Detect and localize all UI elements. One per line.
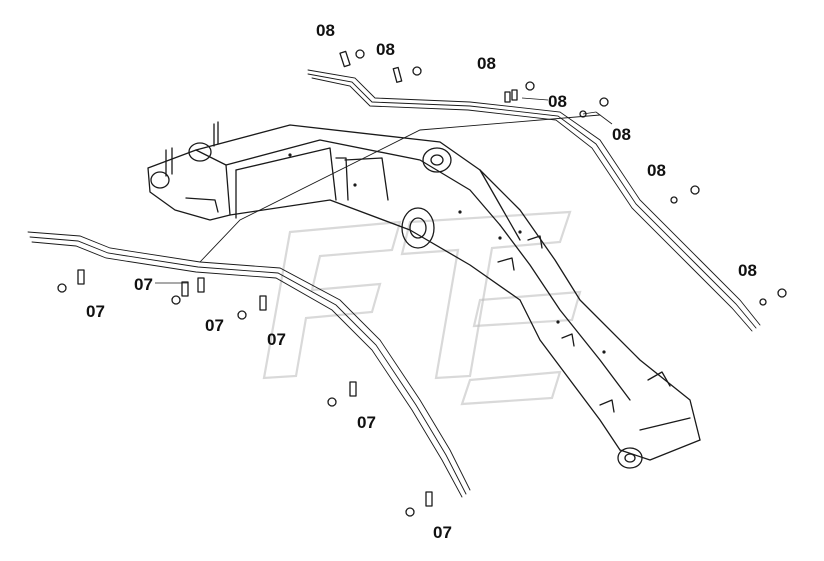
bolt-icon (392, 66, 422, 83)
clamp-icon (237, 295, 267, 320)
leader-lines (155, 97, 613, 284)
callout-label: 08 (316, 21, 335, 40)
callout-label: 08 (647, 161, 666, 180)
callout-label: 08 (477, 54, 496, 73)
callout-label: 07 (205, 316, 224, 335)
callout-labels: 08 08 08 08 08 08 08 07 07 07 07 07 07 (86, 21, 757, 542)
boom-assembly (147, 121, 701, 469)
bolt-icon (579, 97, 609, 118)
clamp-icon (57, 269, 85, 293)
bolt-icon (670, 185, 700, 204)
clamp-icon (405, 491, 433, 517)
callout-label: 07 (134, 275, 153, 294)
clamp-icon (171, 277, 205, 305)
callout-label: 08 (548, 92, 567, 111)
callout-label: 07 (433, 523, 452, 542)
clamp-icon (327, 381, 357, 407)
callout-label: 08 (612, 125, 631, 144)
bolt-icon (759, 288, 787, 306)
bolt-icon (504, 81, 535, 103)
callout-label: 08 (738, 261, 757, 280)
callout-label: 08 (376, 40, 395, 59)
lower-hydraulic-lines (27, 114, 601, 498)
upper-hydraulic-lines (307, 69, 761, 332)
watermark-logo (262, 210, 582, 406)
callout-label: 07 (267, 330, 286, 349)
callout-label: 07 (86, 302, 105, 321)
bolt-icon (339, 49, 365, 68)
fasteners (57, 49, 787, 517)
callout-label: 07 (357, 413, 376, 432)
